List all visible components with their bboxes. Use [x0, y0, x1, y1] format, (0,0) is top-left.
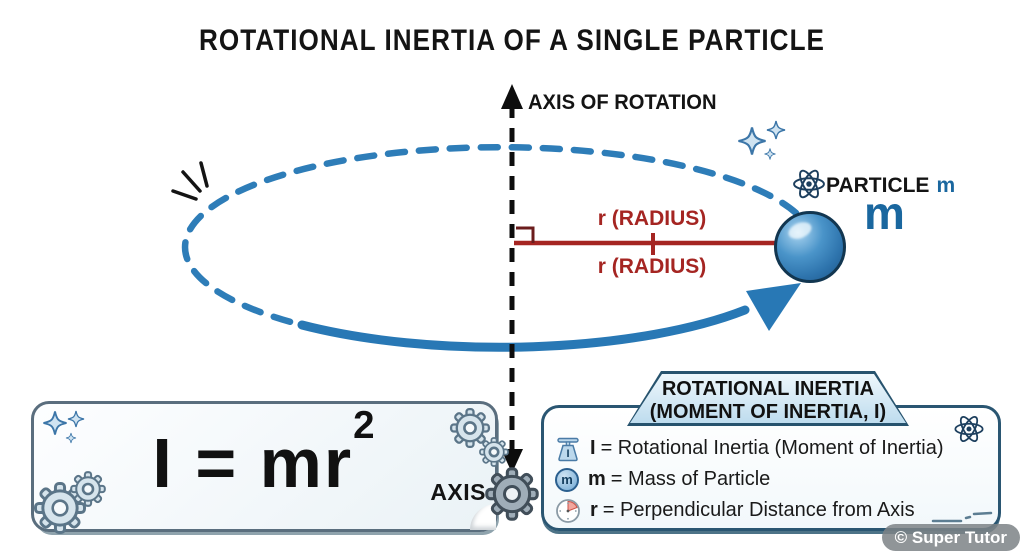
orbit-direction-arrow — [746, 283, 801, 331]
particle-sphere — [774, 211, 846, 283]
legend-rows: I I= Rotational Inertia (Moment of Inert… — [555, 435, 944, 524]
atom-icon — [793, 167, 825, 201]
axis-of-rotation-line — [501, 84, 523, 473]
legend-header: ROTATIONAL INERTIA (MOMENT OF INERTIA, I… — [627, 371, 909, 426]
legend-row-text: I= Rotational Inertia (Moment of Inertia… — [590, 437, 944, 459]
legend-header-title: ROTATIONAL INERTIA — [661, 377, 875, 400]
radius-label-below: r (RADIUS) — [597, 255, 707, 278]
right-angle-marker — [516, 226, 535, 243]
axis-up-arrow-icon — [501, 84, 523, 109]
page-title: ROTATIONAL INERTIA OF A SINGLE PARTICLE — [198, 24, 826, 57]
formula-exponent: 2 — [353, 404, 377, 448]
scale-icon: I — [557, 437, 579, 461]
legend-header-inner: ROTATIONAL INERTIA (MOMENT OF INERTIA, I… — [630, 374, 906, 423]
axis-label: AXIS — [430, 479, 486, 505]
legend-header-subtitle: (MOMENT OF INERTIA, I) — [649, 400, 887, 423]
radius-line — [514, 226, 794, 255]
axis-down-arrow-icon — [501, 449, 523, 473]
legend-row-text: r= Perpendicular Distance from Axis — [590, 499, 915, 521]
legend-row-radius: r= Perpendicular Distance from Axis — [555, 497, 944, 524]
sparkle-icon — [737, 120, 786, 160]
radius-label-above: r (RADIUS) — [597, 207, 707, 230]
legend-row-text: m= Mass of Particle — [588, 468, 771, 490]
clock-icon — [556, 498, 580, 523]
axis-of-rotation-label: AXIS OF ROTATION — [528, 91, 717, 114]
particle-label: PARTICLE m — [826, 174, 955, 198]
formula-box: I = mr2 — [31, 401, 498, 532]
legend-row-inertia: I I= Rotational Inertia (Moment of Inert… — [555, 435, 944, 462]
formula-text: I = mr2 — [152, 404, 376, 503]
svg-text:I: I — [566, 448, 569, 460]
particle-symbol: m — [936, 174, 956, 197]
orbit-path — [181, 143, 801, 352]
watermark-badge: © Super Tutor — [881, 524, 1020, 551]
legend-box: I I= Rotational Inertia (Moment of Inert… — [541, 405, 1001, 531]
accent-marks-icon — [171, 161, 209, 201]
legend-row-mass: m m= Mass of Particle — [555, 466, 944, 493]
particle-label-text: PARTICLE — [826, 174, 930, 197]
mass-circle-icon: m — [555, 467, 579, 492]
mass-symbol-large: m — [864, 187, 905, 239]
formula-base: I = mr — [152, 423, 354, 502]
